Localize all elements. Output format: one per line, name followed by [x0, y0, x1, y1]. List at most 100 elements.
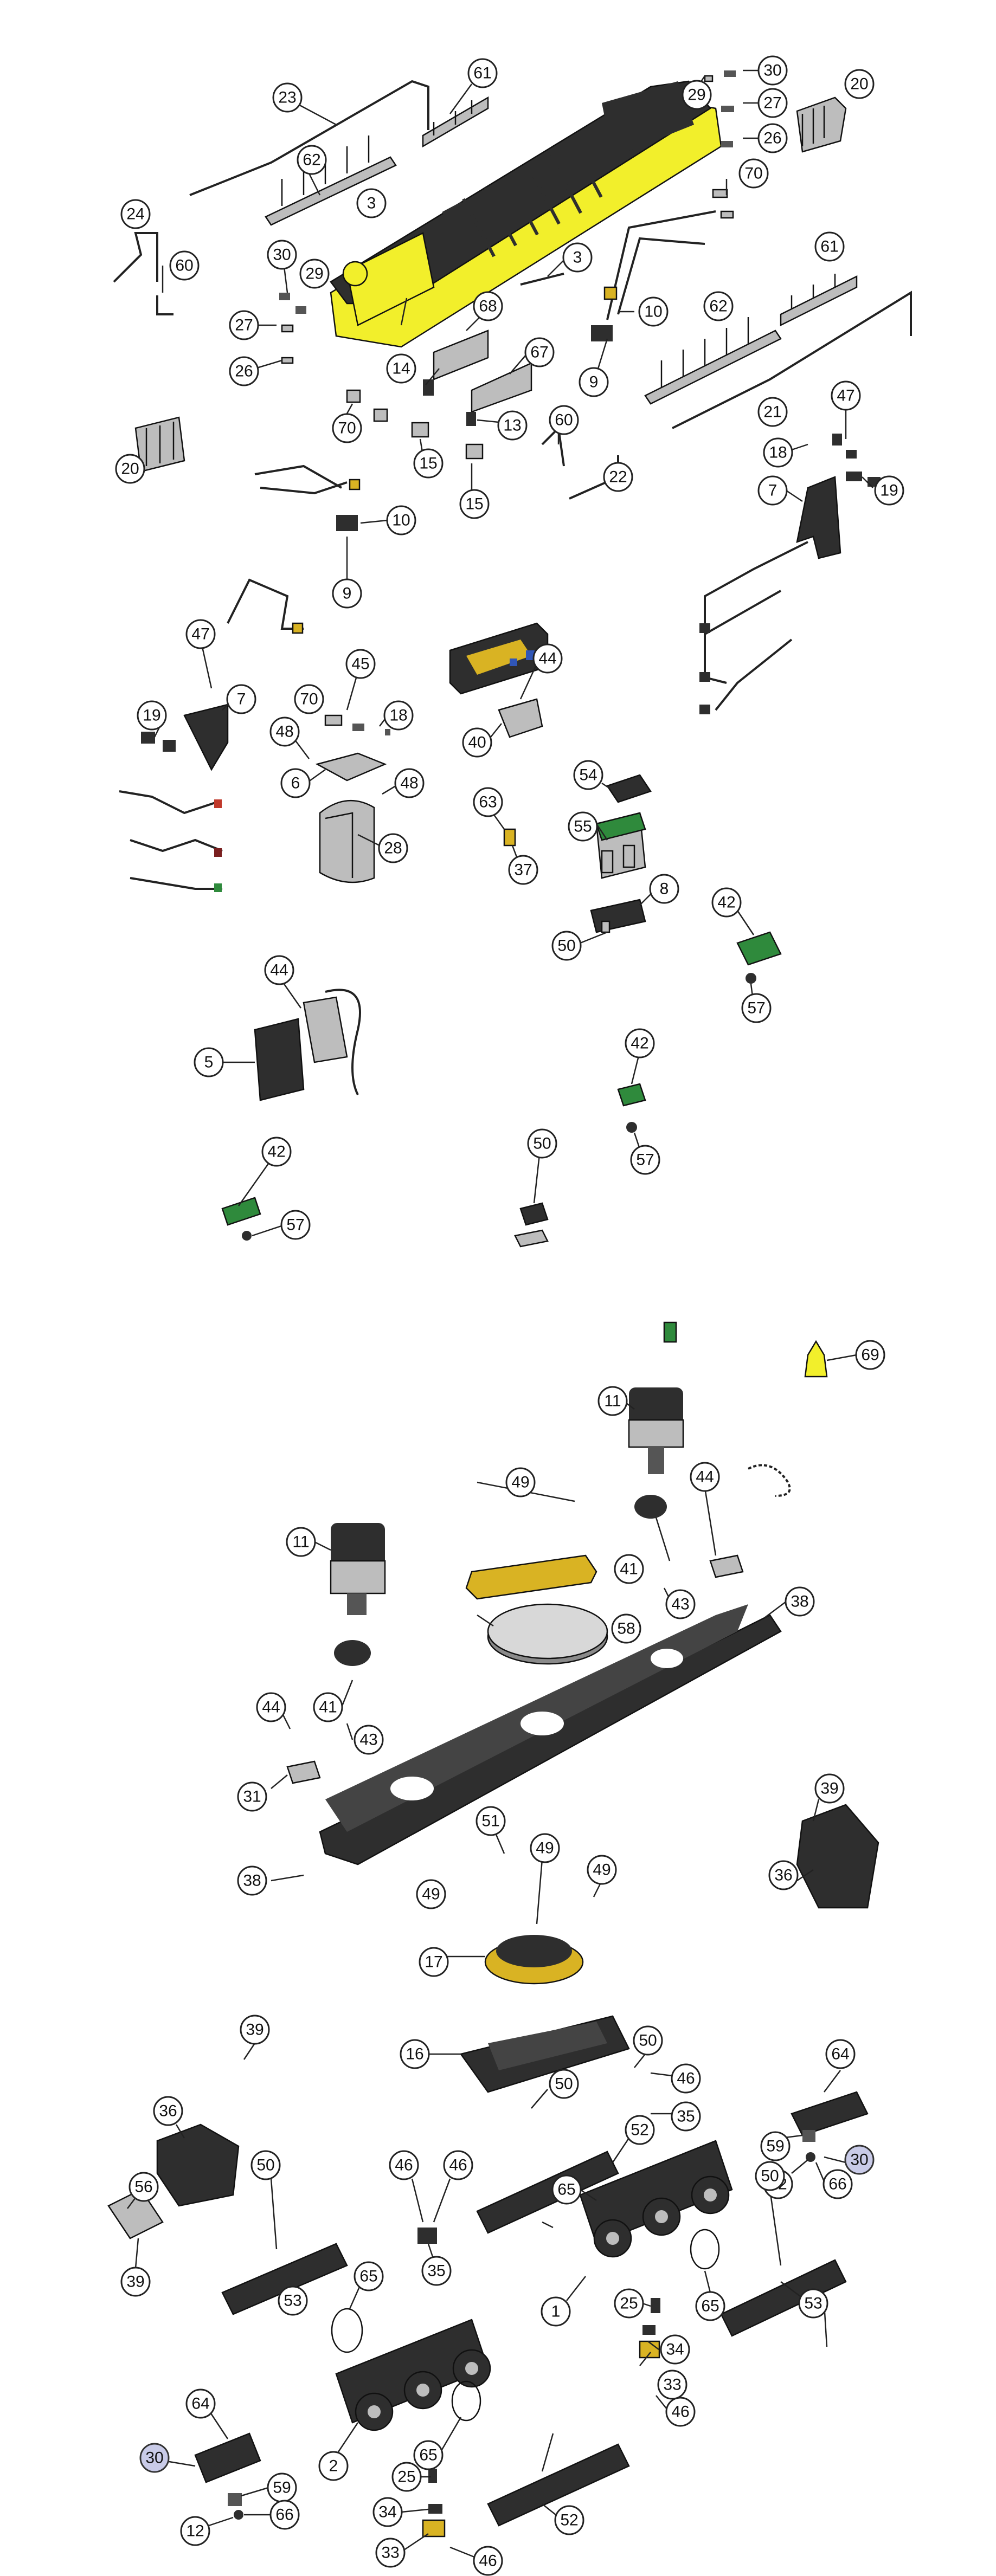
- svg-text:48: 48: [275, 723, 293, 741]
- callout-35: 35: [421, 2256, 452, 2286]
- motor-55: [595, 812, 646, 879]
- svg-text:50: 50: [761, 2167, 779, 2185]
- svg-text:17: 17: [425, 1953, 442, 1971]
- svg-text:3: 3: [573, 249, 582, 267]
- svg-text:29: 29: [305, 265, 323, 283]
- callout-61: 61: [467, 58, 498, 88]
- svg-text:1: 1: [551, 2303, 561, 2321]
- callout-57: 57: [741, 993, 772, 1023]
- callout-67: 67: [524, 337, 555, 367]
- svg-text:36: 36: [159, 2102, 177, 2120]
- callout-68: 68: [473, 291, 503, 321]
- callout-8: 8: [649, 874, 679, 904]
- callouts: 23 61 29 30 20 27 26 62 3 70 24 60 30 29…: [115, 55, 904, 2576]
- leader-lines: [127, 69, 873, 2559]
- callout-9: 9: [332, 578, 362, 609]
- callout-39: 39: [120, 2267, 151, 2297]
- callout-30: 30: [757, 55, 788, 86]
- callout-39: 39: [240, 2015, 270, 2045]
- callout-42: 42: [625, 1028, 655, 1058]
- svg-text:55: 55: [574, 818, 592, 836]
- svg-text:44: 44: [262, 1699, 280, 1716]
- callout-30: 30: [139, 2443, 170, 2473]
- svg-text:50: 50: [639, 2032, 657, 2050]
- svg-text:60: 60: [555, 411, 573, 429]
- callout-45: 45: [345, 649, 376, 679]
- svg-text:39: 39: [820, 1780, 838, 1798]
- svg-text:18: 18: [389, 707, 407, 725]
- svg-text:35: 35: [427, 2262, 445, 2280]
- svg-text:43: 43: [359, 1731, 377, 1749]
- side-frame-53b: [720, 2259, 847, 2337]
- svg-text:50: 50: [557, 937, 575, 955]
- speaker-box-16: [459, 2015, 630, 2093]
- callout-60: 60: [169, 250, 200, 281]
- callout-39: 39: [814, 1773, 845, 1804]
- bracket-56: [107, 2188, 164, 2239]
- callout-44: 44: [532, 643, 563, 674]
- coupler-64b: [194, 2432, 261, 2483]
- svg-text:49: 49: [511, 1474, 529, 1492]
- truck-mount-36a: [796, 1804, 879, 1909]
- svg-text:70: 70: [744, 165, 762, 183]
- flywheel-41a: [634, 1495, 667, 1519]
- callout-5: 5: [194, 1047, 224, 1077]
- callout-62: 62: [297, 145, 327, 175]
- callout-66: 66: [822, 2169, 853, 2199]
- callout-53: 53: [278, 2286, 308, 2316]
- callout-38: 38: [237, 1865, 267, 1896]
- truck-1: [579, 2140, 733, 2258]
- motor-11a: [628, 1387, 684, 1474]
- ring-65d: [451, 2380, 481, 2422]
- svg-text:33: 33: [663, 2376, 681, 2394]
- svg-text:39: 39: [126, 2273, 144, 2291]
- side-frame-52a: [476, 2151, 619, 2234]
- callout-47: 47: [831, 380, 861, 411]
- svg-text:16: 16: [406, 2045, 423, 2063]
- svg-text:36: 36: [774, 1867, 792, 1884]
- svg-text:46: 46: [449, 2157, 467, 2174]
- callout-19: 19: [874, 475, 904, 506]
- svg-text:42: 42: [267, 1143, 285, 1161]
- svg-text:26: 26: [235, 363, 253, 380]
- callout-20: 20: [115, 454, 145, 484]
- svg-text:9: 9: [343, 585, 352, 603]
- svg-text:30: 30: [145, 2449, 163, 2467]
- small-parts-14-15-13: [346, 379, 484, 460]
- svg-text:8: 8: [660, 880, 669, 898]
- svg-text:43: 43: [671, 1596, 689, 1613]
- callout-19: 19: [137, 700, 167, 731]
- locomotive-shell: [330, 80, 722, 348]
- callout-7: 7: [757, 475, 788, 506]
- callout-33: 33: [375, 2538, 406, 2568]
- weight-58: [487, 1603, 608, 1665]
- svg-text:57: 57: [747, 999, 765, 1017]
- svg-text:25: 25: [397, 2468, 415, 2486]
- svg-text:27: 27: [235, 317, 253, 334]
- callout-49: 49: [530, 1833, 560, 1863]
- step-light-bar-61b: [780, 274, 858, 327]
- callout-43: 43: [354, 1725, 384, 1755]
- callout-46: 46: [443, 2150, 473, 2180]
- callout-56: 56: [128, 2172, 159, 2202]
- svg-text:41: 41: [620, 1560, 638, 1578]
- callout-50: 50: [250, 2150, 281, 2180]
- small-left-parts: [279, 293, 306, 364]
- callout-59: 59: [267, 2472, 297, 2503]
- walkway-railing-62a: [265, 135, 397, 226]
- svg-text:35: 35: [677, 2108, 695, 2126]
- callout-9: 9: [579, 367, 609, 397]
- pilot-20a: [796, 96, 847, 153]
- svg-text:65: 65: [701, 2297, 719, 2315]
- svg-text:14: 14: [392, 360, 410, 378]
- callout-25: 25: [391, 2462, 422, 2492]
- callout-70: 70: [294, 684, 324, 714]
- callout-30: 30: [267, 240, 297, 270]
- svg-text:15: 15: [419, 455, 437, 473]
- part-63: [503, 828, 516, 847]
- callout-31: 31: [237, 1781, 267, 1812]
- svg-text:11: 11: [292, 1533, 309, 1551]
- callout-15: 15: [413, 448, 444, 479]
- callout-57: 57: [280, 1210, 311, 1240]
- callout-41: 41: [313, 1692, 343, 1722]
